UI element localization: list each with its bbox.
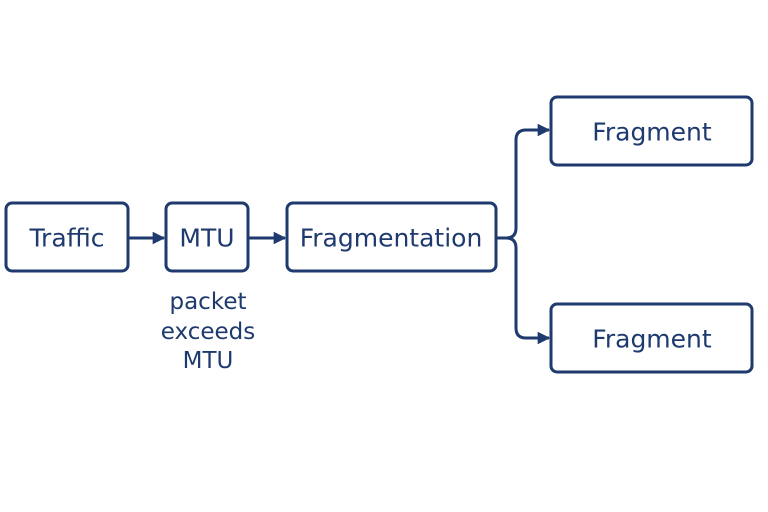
note-line-2: exceeds xyxy=(161,319,255,345)
edge-fragmentation-to-fragment-top xyxy=(496,123,551,240)
node-fragment-top: Fragment xyxy=(549,95,754,167)
node-fragment-bottom: Fragment xyxy=(549,302,754,374)
note-line-1: packet xyxy=(169,289,246,315)
node-fragment-top-label: Fragment xyxy=(592,118,712,147)
node-fragmentation-label: Fragmentation xyxy=(300,224,483,253)
node-fragmentation: Fragmentation xyxy=(285,201,498,273)
node-mtu: MTU xyxy=(164,201,250,273)
note-line-3: MTU xyxy=(183,348,234,374)
edge-fragmentation-to-fragment-bottom xyxy=(496,236,551,345)
node-mtu-label: MTU xyxy=(179,224,234,253)
node-traffic: Traffic xyxy=(4,201,130,273)
node-traffic-label: Traffic xyxy=(28,224,104,253)
node-fragment-bottom-label: Fragment xyxy=(592,325,712,354)
edge-note-packet-exceeds-mtu: packet exceeds MTU xyxy=(161,289,255,374)
